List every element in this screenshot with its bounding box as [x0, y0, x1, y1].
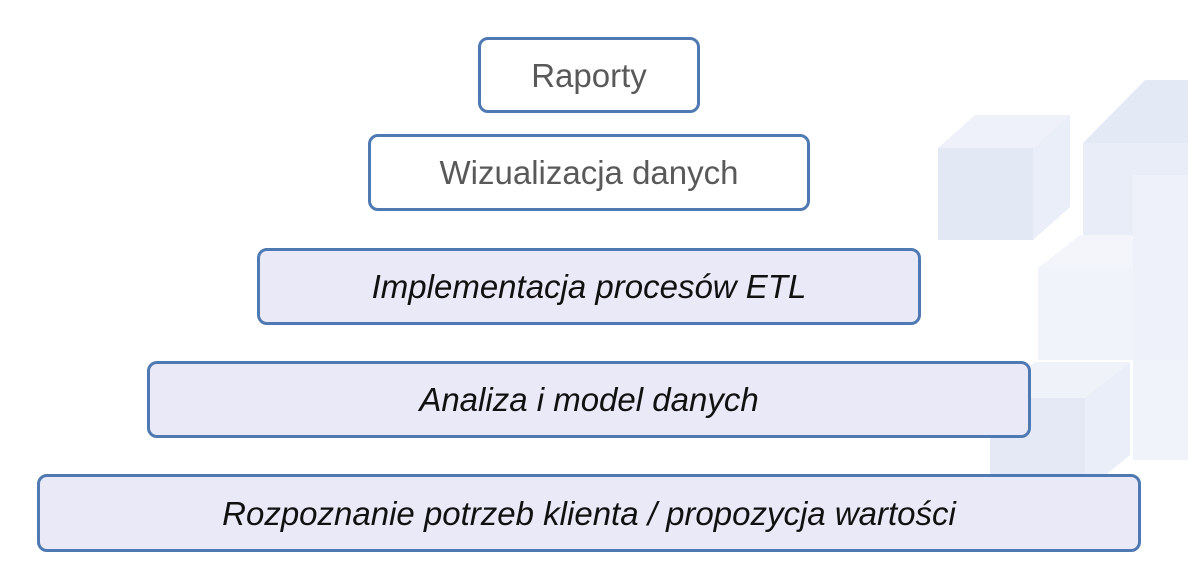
- cube-middle-column: [1038, 175, 1188, 360]
- layer-label: Wizualizacja danych: [439, 154, 739, 191]
- layer-label: Implementacja procesów ETL: [371, 268, 807, 305]
- pyramid-layer-data-analysis-model: Analiza i model danych: [147, 361, 1031, 438]
- pyramid-layer-reports: Raporty: [478, 37, 700, 113]
- pyramid-layer-etl-implementation: Implementacja procesów ETL: [257, 248, 921, 325]
- pyramid-layer-data-visualization: Wizualizacja danych: [368, 134, 810, 211]
- pyramid-layer-client-needs: Rozpoznanie potrzeb klienta / propozycja…: [37, 474, 1141, 552]
- layer-label: Raporty: [531, 56, 647, 94]
- layer-label: Analiza i model danych: [419, 381, 759, 418]
- layer-label: Rozpoznanie potrzeb klienta / propozycja…: [222, 494, 956, 532]
- cube-upper-left: [938, 115, 1070, 240]
